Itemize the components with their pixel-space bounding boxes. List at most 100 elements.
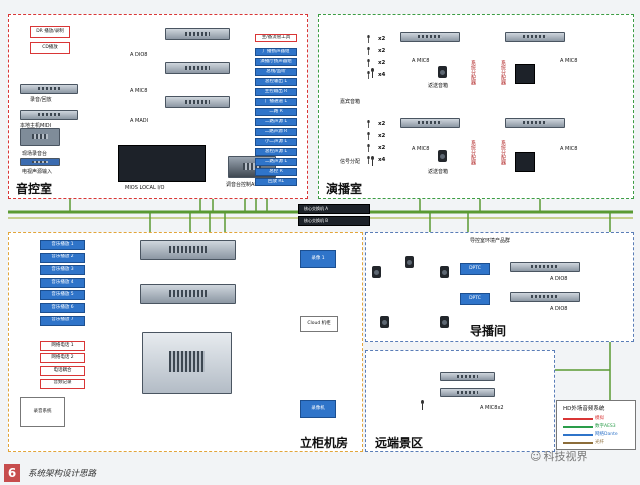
ac-label-mic8: A MIC8 <box>130 88 148 94</box>
figure-number: 6 <box>4 464 20 482</box>
ac-tv-source <box>20 158 60 166</box>
studio-count-5: x2 <box>378 121 386 127</box>
rack-video-recorder: 录像机 <box>300 400 336 418</box>
directing-dio8-1 <box>510 262 580 272</box>
directing-speaker-4 <box>380 316 389 328</box>
rack-input-4: 音乐播放 4 <box>40 277 85 288</box>
rack-input-11: 电话耦合 <box>40 366 85 376</box>
rack-input-10: 网络电话 2 <box>40 353 85 364</box>
studio-count-8: x4 <box>378 157 386 163</box>
ac-mios-local-io <box>118 145 206 182</box>
rack-patch-2 <box>140 284 236 304</box>
studio-count-mic-icon-3 <box>367 59 371 67</box>
rack-input-6: 音乐播放 6 <box>40 303 85 313</box>
remote-label: A MIC8x2 <box>480 405 504 411</box>
ac-input-8: 电视声源输入 <box>22 169 53 175</box>
ac-output-13: 二路声源 L <box>255 158 297 166</box>
directing-label-dio8-1: A DIO8 <box>550 276 568 282</box>
studio-monitor-1 <box>515 64 535 84</box>
rack-input-9: 网络电话 1 <box>40 340 85 351</box>
legend-item-1: 模拟 <box>595 416 604 421</box>
ac-label-console: 调音台控制AE710 <box>226 182 268 188</box>
legend-item-4: 光纤 <box>595 440 604 445</box>
studio-count-1: x2 <box>378 36 386 42</box>
directing-dptc-2: DPTC <box>460 293 490 305</box>
legend-swatch-2 <box>563 426 593 428</box>
label-audio-control: 音控室 <box>16 182 53 196</box>
rack-cloud: Cloud 机柜 <box>300 316 338 332</box>
studio-mic8-2 <box>505 32 565 42</box>
ac-output-12: 总控声源 L <box>255 148 297 156</box>
remote-mic-icon <box>420 400 425 410</box>
rack-input-3: 音乐播放 3 <box>40 265 85 276</box>
core-switch-b-label: 核心交换机 B <box>304 218 329 223</box>
studio-mic8-3 <box>400 118 460 128</box>
ac-output-4: 总线/监听 <box>255 68 297 76</box>
studio-count-2: x2 <box>378 48 386 54</box>
ac-input-device-1 <box>20 84 78 94</box>
studio-count-3: x2 <box>378 60 386 66</box>
room-directing <box>365 232 634 342</box>
studio-count-mic-icon-7 <box>367 144 371 152</box>
ac-output-14: 总控 R <box>255 168 297 176</box>
directing-title: 导控室环境产品群 <box>470 238 511 244</box>
studio-count-mic-icon-4 <box>367 71 371 79</box>
directing-speaker-1 <box>372 266 381 278</box>
studio-vtag-2: 系统分配器 <box>500 60 506 85</box>
remote-mic8-1 <box>440 372 495 381</box>
directing-label-dio8-2: A DIO8 <box>550 306 568 312</box>
legend-swatch-1 <box>563 418 593 420</box>
studio-label-return-2: 返送音箱 <box>428 169 449 175</box>
studio-count-mic-icon-1 <box>367 35 371 43</box>
studio-mic8-4 <box>505 118 565 128</box>
ac-output-11: 小二声源 L <box>255 138 297 146</box>
ac-mic8-device <box>165 62 230 74</box>
studio-label-guest: 嘉宾音箱 <box>340 99 361 105</box>
studio-mic-icon-1 <box>370 68 375 78</box>
label-studio: 演播室 <box>326 182 363 196</box>
rack-input-2: 音乐播放 2 <box>40 252 85 263</box>
studio-count-mic-icon-8 <box>367 156 371 164</box>
watermark-text: 科技视界 <box>543 450 588 463</box>
directing-dio8-2 <box>510 292 580 302</box>
ac-dio8-device <box>165 28 230 40</box>
wechat-icon: ☺ <box>530 450 542 463</box>
ac-input-5: 本地主机MIDI <box>20 123 52 129</box>
figure-caption: 系统架构设计思路 <box>28 469 97 479</box>
ac-label-mios: MIOS LOCAL I/O <box>125 185 165 191</box>
legend-swatch-3 <box>563 434 593 436</box>
studio-count-6: x2 <box>378 133 386 139</box>
room-remote <box>365 350 555 452</box>
studio-mic-icon-2 <box>370 156 375 166</box>
ac-input-device-2 <box>20 110 78 120</box>
directing-speaker-3 <box>440 266 449 278</box>
ac-local-recorder <box>20 128 60 146</box>
ac-output-6: 主控输出 R <box>255 88 297 96</box>
directing-dptc-1: DPTC <box>460 263 490 275</box>
ac-input-2: CD播放 <box>30 42 70 54</box>
ac-input-1: DR 播放/录制 <box>30 26 70 38</box>
room-studio <box>318 14 634 199</box>
studio-count-7: x2 <box>378 145 386 151</box>
rack-input-12: 音频记录 <box>40 378 85 389</box>
studio-speaker-1 <box>438 66 447 78</box>
legend-swatch-4 <box>563 442 593 444</box>
label-remote: 远端景区 <box>375 436 424 450</box>
ac-output-1: 主/备流管工具 <box>255 34 297 42</box>
core-switch-b <box>298 216 370 226</box>
studio-label-mic8-1: A MIC8 <box>412 58 430 64</box>
remote-mic8-2 <box>440 388 495 397</box>
ac-label-dio8: A DIO8 <box>130 52 148 58</box>
rack-recorder: 录音系统 <box>20 397 65 427</box>
ac-output-5: 总控输出 L <box>255 78 297 86</box>
studio-label-mic8-3: A MIC8 <box>412 146 430 152</box>
rack-frame <box>142 332 232 394</box>
studio-vtag-1: 系统分配器 <box>470 60 476 85</box>
directing-speaker-2 <box>405 256 414 268</box>
rack-patch-1 <box>140 240 236 260</box>
core-switch-a <box>298 204 370 214</box>
studio-monitor-2 <box>515 152 535 172</box>
caption-bar <box>0 462 640 485</box>
